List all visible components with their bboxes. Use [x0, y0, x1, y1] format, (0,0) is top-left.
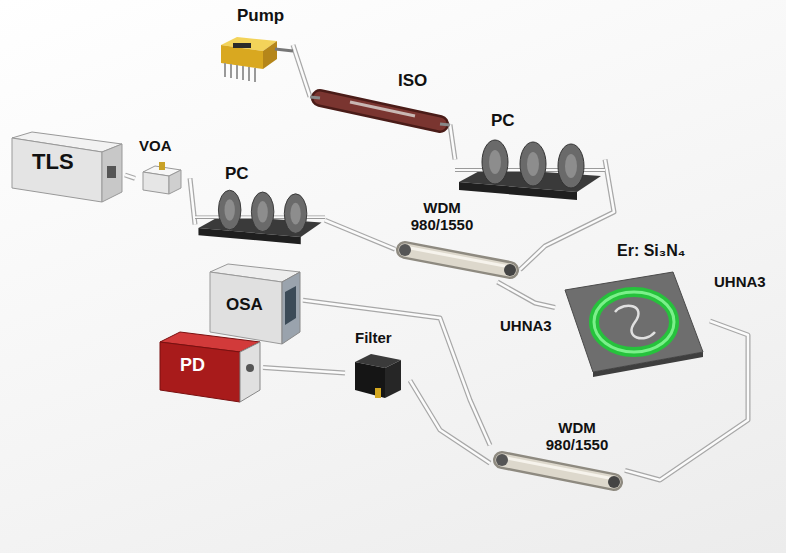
optical-fiber — [303, 300, 490, 445]
optical-fiber — [450, 125, 455, 160]
component-label: VOA — [139, 138, 172, 155]
component-label: WDM 980/1550 — [538, 420, 616, 453]
polarization-controller-illustration — [455, 112, 605, 207]
component-label: PC — [491, 112, 515, 131]
fiber-outline — [125, 175, 135, 178]
fiber-outline — [293, 45, 310, 97]
isolator-illustration — [310, 72, 450, 134]
component-label: OSA — [226, 296, 263, 315]
fiber-core — [293, 45, 310, 97]
optical-fiber — [263, 368, 345, 374]
fiber-outline — [263, 368, 345, 374]
component-label: TLS — [32, 150, 74, 174]
optical-fiber — [325, 220, 395, 249]
component-label: WDM 980/1550 — [403, 200, 481, 233]
component-label: PC — [225, 165, 249, 184]
variable-optical-attenuator: VOA — [135, 138, 190, 200]
component-label: ISO — [398, 72, 427, 91]
polarization-controller: PC — [455, 112, 605, 207]
polarization-controller: PC — [195, 165, 325, 250]
fiber-core — [190, 178, 195, 224]
tunable-laser-source: TLS — [10, 130, 125, 205]
optical-spectrum-analyzer: OSA — [208, 262, 303, 347]
photodetector-illustration — [158, 330, 263, 405]
isolator: ISO — [310, 72, 450, 134]
component-label: PD — [180, 356, 205, 376]
fiber-core — [450, 125, 455, 160]
fiber-outline — [498, 282, 556, 308]
fiber-outline — [190, 178, 195, 224]
er-si3n4-chip-illustration — [555, 240, 710, 375]
fiber-core — [498, 282, 556, 308]
optical-fiber — [293, 45, 310, 97]
fiber-label: UHNA3 — [714, 274, 766, 291]
fiber-outline — [450, 125, 455, 160]
fiber-core — [303, 300, 490, 445]
component-label: Pump — [237, 7, 284, 26]
fiber-outline — [303, 300, 490, 445]
wdm-coupler: WDM 980/1550 — [395, 200, 520, 282]
fiber-core — [325, 220, 395, 249]
optical-filter: Filter — [345, 328, 410, 403]
component-label: Filter — [355, 330, 392, 347]
fiber-core — [263, 368, 345, 374]
fiber-core — [125, 175, 135, 178]
pump-laser: Pump — [215, 5, 293, 85]
photodetector: PD — [158, 330, 263, 405]
component-label: Er: Si₃N₄ — [617, 242, 685, 260]
er-si3n4-chip: Er: Si₃N₄ — [555, 240, 710, 375]
wdm-coupler: WDM 980/1550 — [490, 420, 625, 492]
optical-fiber — [125, 175, 135, 178]
optical-fiber — [190, 178, 195, 224]
polarization-controller-illustration — [195, 165, 325, 250]
fiber-label: UHNA3 — [500, 318, 552, 335]
optical-fiber — [498, 282, 556, 308]
wdm-coupler-illustration — [490, 420, 625, 492]
fiber-outline — [325, 220, 395, 249]
